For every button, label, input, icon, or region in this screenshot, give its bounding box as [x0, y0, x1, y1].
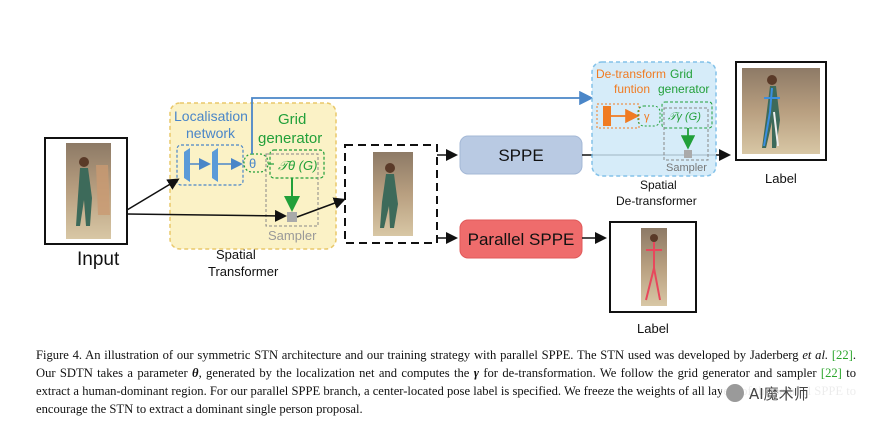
architecture-diagram: Localisation network Grid generator θ 𝒯θ… [44, 61, 827, 336]
sampler-node [287, 212, 297, 222]
caption-et-al: et al. [802, 348, 829, 362]
watermark: AI魔术师 [722, 381, 872, 405]
conv-layer-1 [184, 148, 190, 182]
localisation-network-box [176, 144, 244, 186]
theta-label: θ [249, 156, 256, 171]
de-transform-label-1: De-transform [596, 67, 666, 81]
caption-part-3: , generated by the localization net and … [198, 366, 474, 380]
spatial-de-transformer-label-1: Spatial [640, 178, 677, 192]
parallel-sppe-block [459, 219, 583, 259]
theta-node [243, 153, 269, 173]
conv-layer-2 [212, 148, 218, 182]
de-sampler-label: Sampler [666, 162, 707, 174]
localisation-network-label-2: network [186, 125, 236, 141]
watermark-text: AI魔术师 [749, 384, 809, 403]
caption-ref-22-a[interactable]: [22] [831, 348, 853, 362]
t-gamma-label: 𝒯γ (G) [668, 111, 701, 123]
sampler-label: Sampler [268, 228, 317, 243]
gamma-label: γ [644, 111, 650, 123]
label-top-image [742, 68, 820, 154]
de-grid-generator-label-2: generator [658, 82, 709, 96]
input-label: Input [77, 249, 120, 270]
localisation-network-label-1: Localisation [174, 108, 248, 124]
spatial-transformer-label-2: Transformer [208, 264, 279, 279]
spatial-de-transformer-label-2: De-transformer [616, 194, 697, 208]
de-grid-generator-label-1: Grid [670, 67, 693, 81]
de-transform-layer [603, 106, 611, 126]
de-transform-label-2: funtion [614, 82, 650, 96]
gamma-node [637, 105, 661, 127]
caption-theta: θ [192, 366, 199, 380]
de-grid-generator-box [661, 101, 713, 129]
label-top-text: Label [765, 171, 797, 186]
grid-generator-box [269, 149, 325, 179]
grid-generator-label-1: Grid [278, 111, 306, 128]
sampler-box [265, 153, 319, 227]
caption-ref-22-b[interactable]: [22] [820, 366, 842, 380]
de-sampler-box [663, 107, 709, 161]
figure-caption: Figure 4. An illustration of our symmetr… [36, 346, 856, 418]
sppe-label: SPPE [498, 146, 543, 165]
caption-part-2: . Our SDTN takes a parameter [36, 348, 856, 380]
t-theta-label: 𝒯θ (G) [278, 158, 317, 173]
caption-gamma: γ [473, 366, 479, 380]
spatial-transformer-label-1: Spatial [216, 247, 256, 262]
parallel-sppe-label: Parallel SPPE [468, 230, 575, 249]
label-bottom-text: Label [637, 321, 669, 336]
caption-part-4: for de-transformation. We follow the gri… [478, 366, 821, 380]
caption-part-1: Figure 4. An illustration of our symmetr… [36, 348, 803, 362]
grid-generator-label-2: generator [258, 130, 322, 147]
caption-part-5: to extract a human-dominant region. For … [36, 366, 857, 416]
wechat-icon [726, 384, 744, 402]
